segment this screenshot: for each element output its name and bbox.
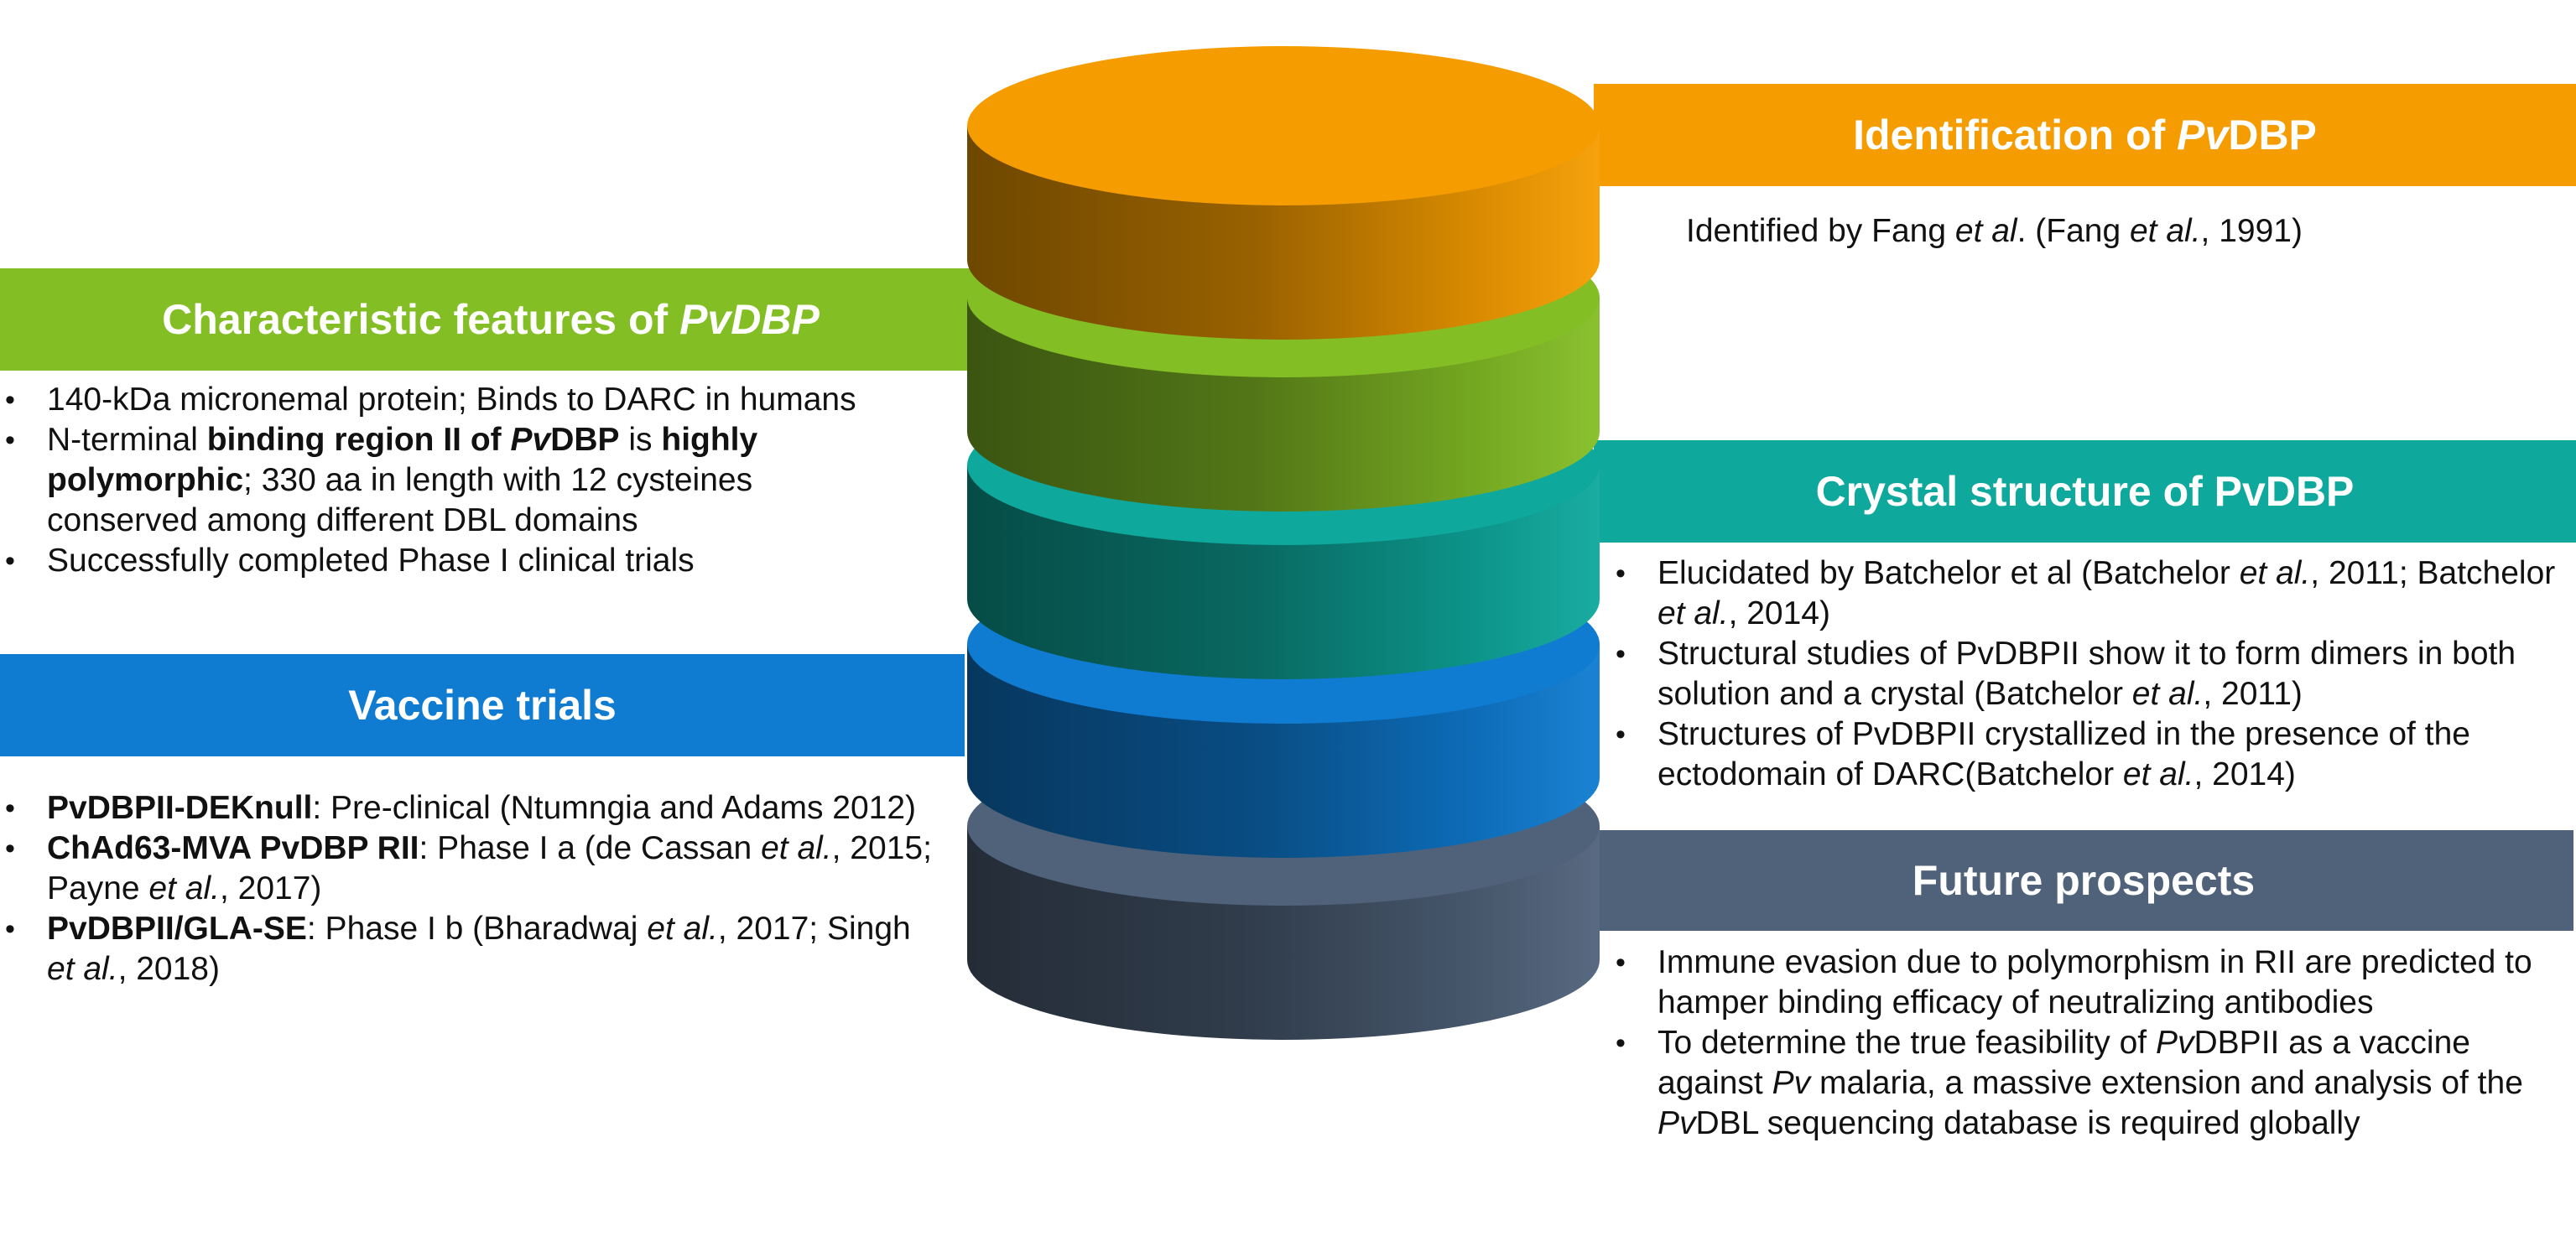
text-run: : Phase I b (Bharadwaj — [306, 911, 648, 947]
text-run: et al. — [761, 830, 832, 866]
text-run: . (Fang — [2017, 213, 2130, 249]
text-run: Structures of PvDBPII crystallized in th… — [1657, 716, 2470, 792]
text-run: Pv — [1772, 1065, 1811, 1101]
text-run: binding region II of — [206, 422, 511, 458]
banner-teal — [1594, 440, 2576, 543]
bullet-item: Immune evasion due to polymorphism in RI… — [1611, 943, 2550, 1023]
banner-slate — [1594, 830, 2573, 931]
text-run: , 1991) — [2200, 213, 2303, 249]
features-title: Characteristic features of PvDBP — [162, 295, 820, 344]
banner-vaccine: Vaccine trials — [0, 654, 965, 756]
text-run: , 2015; Payne — [47, 830, 932, 906]
text-run: , 2014) — [1728, 595, 1830, 631]
text-run: Pv — [510, 422, 551, 458]
text-run: et al. — [2239, 555, 2311, 591]
text-run: Pv — [510, 422, 550, 458]
crystal-list: Elucidated by Batchelor et al (Batchelor… — [1611, 553, 2558, 795]
disc-top-orange — [967, 46, 1600, 205]
text-run: is — [619, 422, 662, 458]
text-run: malaria, a massive extension and analysi… — [1810, 1065, 2523, 1101]
text-run: , 2011; Batchelor — [2310, 555, 2556, 591]
vaccine-list: PvDBPII-DEKnull: Pre-clinical (Ntumngia … — [0, 788, 939, 989]
bullet-item: Elucidated by Batchelor et al (Batchelor… — [1611, 553, 2558, 634]
bullet-list: Immune evasion due to polymorphism in RI… — [1611, 943, 2550, 1144]
text-run: N-terminal — [47, 422, 207, 458]
bullet-list: 140-kDa micronemal protein; Binds to DAR… — [0, 380, 864, 581]
text-run: et al. — [148, 870, 220, 906]
text-run: Pv — [2177, 112, 2229, 158]
features-list: 140-kDa micronemal protein; Binds to DAR… — [0, 380, 864, 581]
text-run: Pv — [1657, 1105, 1696, 1141]
text-run: Immune evasion due to polymorphism in RI… — [1657, 944, 2532, 1021]
bullet-item: Structures of PvDBPII crystallized in th… — [1611, 714, 2558, 795]
text-run: , 2011) — [2203, 676, 2303, 712]
text-run: et al. — [1657, 595, 1729, 631]
vaccine-title: Vaccine trials — [348, 681, 617, 730]
text-run: et al. — [2131, 676, 2204, 712]
banner-identification: Identification of PvDBP — [1594, 84, 2576, 186]
text-run: et al — [1954, 213, 2017, 249]
bullet-item: Structural studies of PvDBPII show it to… — [1611, 634, 2558, 714]
text-run: 140-kDa micronemal protein; Binds to DAR… — [47, 382, 856, 418]
text-run: highly polymorphic — [47, 422, 758, 498]
text-run: , 2017; Singh — [717, 911, 911, 947]
banner-orange — [1594, 84, 2576, 186]
text-run: Identification of — [1853, 112, 2178, 158]
text-run: Identified by Fang — [1686, 213, 1955, 249]
banner-crystal: Crystal structure of PvDBP — [1594, 440, 2576, 543]
future-list: Immune evasion due to polymorphism in RI… — [1611, 943, 2550, 1144]
text-run: Structural studies of PvDBPII show it to… — [1657, 636, 2516, 712]
bullet-item: PvDBPII-DEKnull: Pre-clinical (Ntumngia … — [0, 788, 939, 828]
text-run: DBPII as a vaccine against — [1657, 1025, 2470, 1101]
text-run: Pv — [2155, 1025, 2194, 1061]
crystal-title: Crystal structure of PvDBP — [1816, 467, 2355, 516]
banner-features: Characteristic features of PvDBP — [0, 268, 981, 371]
text-run: et al. — [2122, 756, 2194, 792]
bullet-item: To determine the true feasibility of PvD… — [1611, 1023, 2550, 1144]
banner-future: Future prospects — [1594, 830, 2573, 931]
text-run: DBP — [550, 422, 620, 458]
future-title: Future prospects — [1912, 856, 2255, 905]
banner-green — [0, 268, 981, 371]
text-run: To determine the true feasibility of — [1657, 1025, 2156, 1061]
text-run: Crystal structure of PvDBP — [1815, 468, 2355, 515]
text-run: PvDBP — [679, 296, 820, 343]
text-run: et al. — [2129, 213, 2201, 249]
text-run: : Phase I a (de Cassan — [419, 830, 762, 866]
text-run: PvDBPII-DEKnull — [47, 790, 313, 826]
text-run: Future prospects — [1912, 857, 2256, 904]
bullet-list: PvDBPII-DEKnull: Pre-clinical (Ntumngia … — [0, 788, 939, 989]
bullet-item: 140-kDa micronemal protein; Binds to DAR… — [0, 380, 864, 420]
text-run: ; 330 aa in length with 12 cysteines con… — [47, 462, 753, 538]
text-run: PvDBPII/GLA-SE — [47, 911, 307, 947]
bullet-item: ChAd63-MVA PvDBP RII: Phase I a (de Cass… — [0, 828, 939, 909]
text-run: Vaccine trials — [348, 682, 617, 729]
text-run: ChAd63-MVA PvDBP RII — [47, 830, 419, 866]
bullet-list: Elucidated by Batchelor et al (Batchelor… — [1611, 553, 2558, 795]
text-run: : Pre-clinical (Ntumngia and Adams 2012) — [312, 790, 917, 826]
text-run: , 2014) — [2194, 756, 2296, 792]
text-run: DBL sequencing database is required glob… — [1695, 1105, 2360, 1141]
text-run: Successfully completed Phase I clinical … — [47, 543, 695, 579]
text-run: et al. — [47, 951, 118, 987]
text-run: , 2017) — [219, 870, 322, 906]
text-run: , 2018) — [117, 951, 220, 987]
text-run: Characteristic features of — [162, 296, 680, 343]
text-run: et al. — [647, 911, 718, 947]
bullet-item: Successfully completed Phase I clinical … — [0, 541, 864, 581]
banner-blue — [0, 654, 965, 756]
identification-text: Identified by Fang et al. (Fang et al., … — [1686, 211, 2303, 252]
text-run: DBP — [2228, 112, 2317, 158]
text-run: Elucidated by Batchelor et al (Batchelor — [1657, 555, 2240, 591]
bullet-item: PvDBPII/GLA-SE: Phase I b (Bharadwaj et … — [0, 909, 939, 989]
identification-title: Identification of PvDBP — [1853, 111, 2317, 159]
bullet-item: N-terminal binding region II of PvDBP is… — [0, 420, 864, 541]
